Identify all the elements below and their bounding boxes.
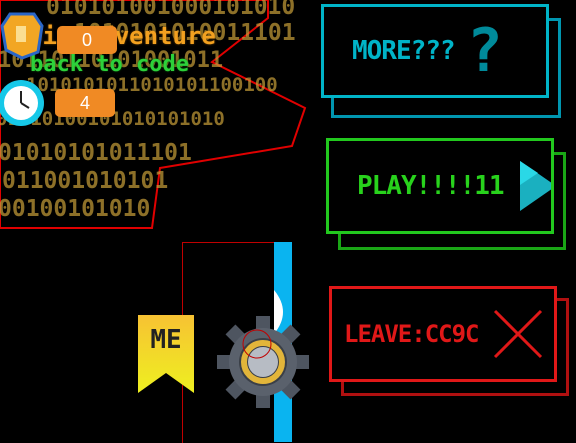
binary-line: 011001010101 xyxy=(2,168,169,194)
more-button-label: MORE??? xyxy=(352,36,456,66)
clock-icon xyxy=(0,80,44,126)
leave-button-label: LEAVE:CC9C xyxy=(344,320,479,348)
me-tag-label: ME xyxy=(150,325,182,355)
leave-button[interactable]: LEAVE:CC9C xyxy=(329,286,569,396)
play-button-face: PLAY!!!!11 xyxy=(326,138,554,234)
close-x-icon xyxy=(493,309,542,359)
binary-line: 00100101010 xyxy=(0,196,151,222)
play-button-label: PLAY!!!!11 xyxy=(357,171,505,201)
more-button[interactable]: MORE??? ? xyxy=(321,4,561,118)
ribbon-tag-icon xyxy=(138,315,194,393)
game-subtitle: back to code xyxy=(30,52,189,77)
timer-counter: 4 xyxy=(55,89,115,117)
play-triangle-icon xyxy=(519,161,551,211)
gear-icon[interactable] xyxy=(215,314,311,410)
play-button[interactable]: PLAY!!!!11 xyxy=(326,138,566,250)
question-mark-icon: ? xyxy=(466,16,503,86)
binary-line: 010101001000101010 xyxy=(46,0,296,20)
leave-button-face: LEAVE:CC9C xyxy=(329,286,557,382)
title-panel xyxy=(0,0,307,229)
binary-line: 01010101011101 xyxy=(0,140,192,166)
coin-counter: 0 xyxy=(57,26,117,54)
white-bubble-icon xyxy=(274,290,283,334)
more-button-face: MORE??? ? xyxy=(321,4,549,98)
me-ribbon-tag[interactable]: ME xyxy=(138,315,194,393)
coin-icon xyxy=(0,12,44,60)
